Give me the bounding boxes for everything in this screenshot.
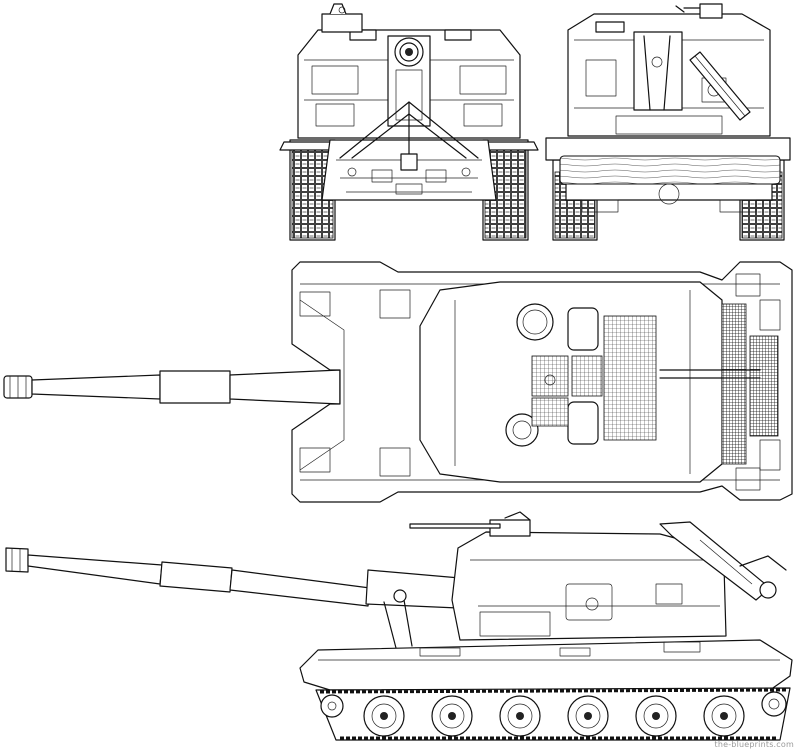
gunner-hatch — [505, 413, 539, 447]
side-turret — [451, 531, 727, 641]
front-view — [279, 3, 539, 241]
top-gun-barrel — [31, 374, 161, 400]
bore-evacuator — [159, 370, 231, 404]
idler-wheel — [320, 694, 344, 718]
watermark: the-blueprints.com — [714, 740, 794, 749]
commander-hatch — [516, 303, 554, 341]
side-hull — [299, 639, 793, 691]
drive-sprocket — [761, 691, 787, 717]
rear-view — [545, 3, 791, 241]
turret-roof-grille — [603, 315, 657, 441]
side-turret-hatch — [565, 583, 613, 621]
side-muzzle-brake — [5, 547, 29, 573]
engine-deck-grille — [721, 303, 747, 465]
unditching-log — [559, 155, 781, 185]
side-view — [5, 511, 793, 741]
side-gun-barrel — [27, 554, 163, 585]
top-view — [3, 261, 793, 503]
road-wheels — [363, 695, 745, 737]
side-travel-lock — [383, 601, 397, 649]
machine-gun — [409, 523, 501, 529]
